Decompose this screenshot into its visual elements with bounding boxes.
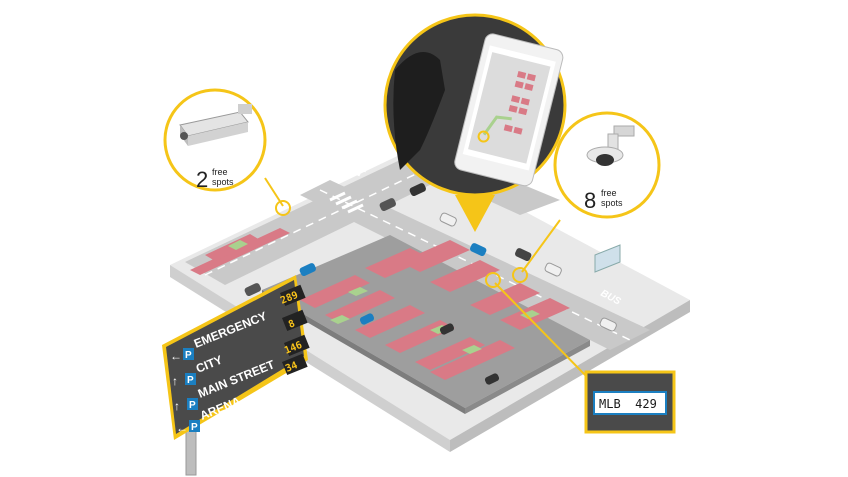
pole-cameras xyxy=(275,200,528,288)
left-free-line2: spots xyxy=(212,177,234,187)
dome-camera-icon xyxy=(586,125,635,166)
sign-arrow: ← xyxy=(170,349,182,363)
parking-p-icon xyxy=(189,420,200,432)
parking-p-icon xyxy=(187,398,198,410)
street-parking xyxy=(190,228,290,275)
p-letter: P xyxy=(189,400,196,411)
right-free-count: 8 xyxy=(584,188,596,213)
sign-count: 34 xyxy=(284,360,299,375)
parking-p-icon xyxy=(183,348,194,360)
smartphone-map-icon xyxy=(454,33,564,187)
right-free-line1: free xyxy=(601,188,617,198)
p-letter: P xyxy=(191,422,198,433)
parking-spots xyxy=(300,240,570,380)
parking-p-icon xyxy=(185,373,196,385)
sign-count: 8 xyxy=(287,318,297,330)
cars xyxy=(244,183,617,385)
bus-stop xyxy=(594,244,621,273)
p-letter: P xyxy=(187,375,194,386)
right-free-line2: spots xyxy=(601,198,623,208)
sign-arrow: ↑ xyxy=(172,374,178,388)
parking-lot xyxy=(262,235,590,414)
phone-callout xyxy=(383,13,567,232)
p-letter: P xyxy=(185,350,192,361)
license-plate-text: MLB 429 xyxy=(599,397,657,411)
license-plate-callout: MLB 429 xyxy=(584,370,676,434)
right-camera-callout: 8 free spots xyxy=(553,111,661,219)
sign-arrow: ← xyxy=(176,421,188,435)
left-free-line1: free xyxy=(212,167,228,177)
left-camera-callout: 2 free spots xyxy=(163,88,267,192)
left-free-count: 2 xyxy=(196,167,208,192)
box-camera-icon xyxy=(179,104,252,146)
sign-arrow: ↑ xyxy=(174,399,180,413)
